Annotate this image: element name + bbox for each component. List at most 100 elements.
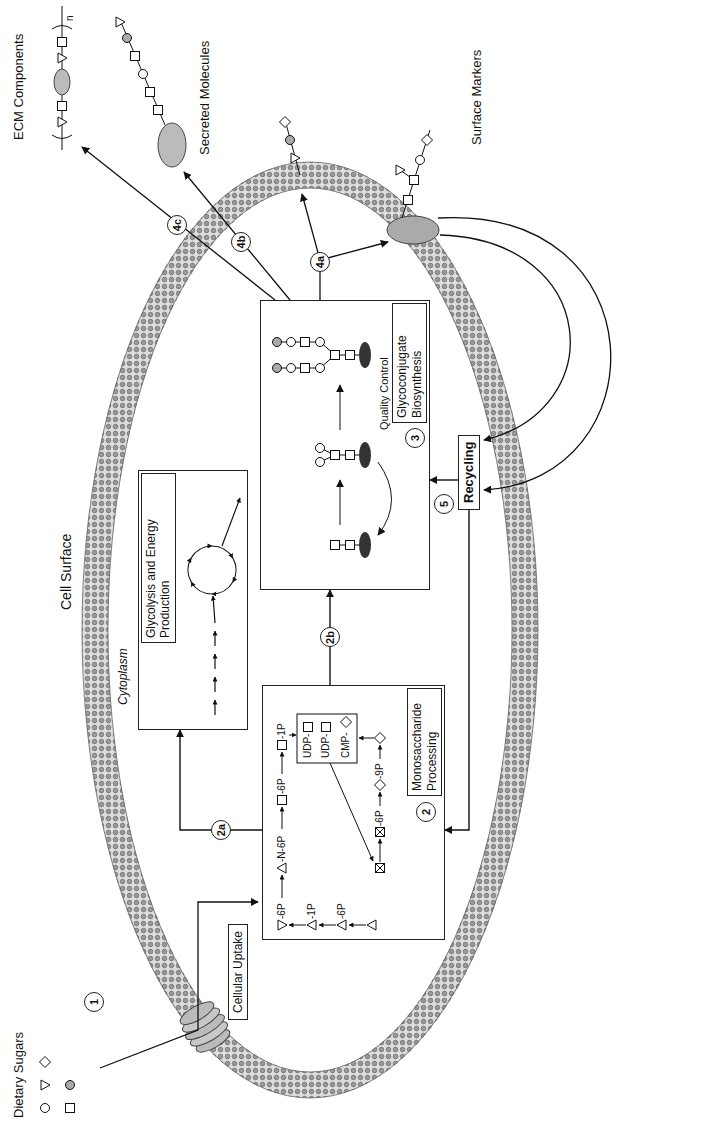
ecm-chain — [52, 6, 72, 150]
dietary-sugar-symbols — [41, 1104, 50, 1113]
glycolysis-illustration — [212, 582, 233, 594]
glycolipid — [291, 153, 300, 163]
monosaccharide-pathway — [282, 875, 283, 898]
text-label: CMP- — [340, 732, 352, 758]
glycoconjugate-illustration — [287, 364, 296, 373]
monosaccharide-pathway — [297, 714, 357, 763]
secreted-glycoprotein — [123, 34, 132, 43]
monosaccharide-pathway — [282, 735, 380, 925]
glycoconjugate-illustration — [316, 338, 325, 347]
glycoconjugate-illustration — [340, 480, 341, 525]
glycoconjugate-illustration — [331, 351, 340, 360]
text-label: Cell Surface — [58, 534, 74, 610]
glycolysis-illustration — [191, 546, 212, 558]
transporter-protein — [177, 998, 217, 1029]
process-box: Glycoconjugate Biosynthesis — [260, 300, 430, 590]
callout-number: 2a — [211, 820, 231, 840]
glycolysis-illustration — [214, 677, 215, 692]
glycoconjugate-illustration — [346, 451, 355, 460]
surface-marker-glycoprotein — [410, 176, 419, 185]
monosaccharide-pathway — [375, 733, 386, 744]
text-label: -6P — [336, 903, 348, 919]
callout-number: 4c — [167, 215, 187, 235]
recycling-arcs — [440, 235, 570, 440]
glycoconjugate-illustration — [301, 338, 310, 347]
export-arrows — [82, 147, 275, 300]
monosaccharide-pathway — [282, 752, 283, 774]
surface-marker-glycoprotein — [387, 216, 439, 244]
glycoconjugate-illustration — [359, 342, 371, 368]
process-box: Glycolysis and Energy Production — [138, 470, 248, 730]
glycoconjugate-illustration — [316, 444, 325, 453]
cell-membrane — [108, 188, 512, 1072]
glycolysis-illustration — [191, 582, 212, 594]
glycolipid — [285, 120, 300, 175]
export-arrows — [82, 147, 388, 300]
dietary-sugar-symbols — [40, 1057, 51, 1068]
secreted-glycoprotein — [154, 106, 163, 115]
stage-label: Recycling — [461, 442, 477, 503]
glycolysis-illustration — [213, 596, 215, 623]
box-title: Monosaccharide Processing — [407, 688, 442, 796]
surface-marker-glycoprotein — [404, 196, 413, 205]
glycolipid — [280, 117, 301, 176]
monosaccharide-pathway — [341, 717, 352, 728]
glycolysis-illustration — [188, 558, 191, 582]
text-label: -1P — [306, 903, 318, 919]
flow-arrow — [430, 479, 458, 480]
glycolysis-illustration — [212, 546, 233, 558]
ecm-chain — [58, 102, 67, 111]
monosaccharide-pathway — [304, 723, 313, 732]
text-label: Quality Control — [378, 357, 391, 430]
stage-tag: Cellular Uptake — [228, 924, 248, 1020]
box-title: Glycolysis and Energy Production — [141, 473, 176, 643]
export-arrows — [302, 194, 320, 260]
text-label: Secreted Molecules — [198, 41, 213, 155]
glycolipid — [280, 117, 291, 128]
glycoconjugate-illustration — [346, 541, 355, 550]
callout-number: 4b — [231, 232, 251, 252]
secreted-glycoprotein — [116, 17, 186, 167]
text-label: -1P — [276, 723, 288, 739]
glycolysis-illustration — [222, 498, 240, 546]
secreted-glycoprotein — [116, 17, 125, 27]
monosaccharide-pathway — [289, 735, 296, 736]
glycoconjugate-illustration — [359, 442, 371, 468]
glycolysis-illustration — [233, 558, 236, 582]
monosaccharide-pathway — [322, 723, 331, 732]
callout-number: 5 — [434, 494, 454, 514]
surface-marker-glycoprotein — [396, 165, 405, 175]
secreted-glycoprotein — [146, 88, 155, 97]
glycoconjugate-illustration — [378, 462, 392, 535]
monosaccharide-pathway — [330, 763, 373, 861]
monosaccharide-pathway — [359, 738, 374, 739]
monosaccharide-pathway — [380, 745, 381, 759]
callout-number: 1 — [84, 992, 104, 1012]
glycolysis-illustration — [188, 498, 240, 715]
callout-number: 3 — [405, 428, 425, 448]
monosaccharide-pathway — [277, 714, 386, 930]
text-label: UDP- — [320, 734, 332, 758]
cell-membrane — [95, 175, 525, 1085]
surface-marker-glycoprotein — [422, 135, 433, 146]
stage-tag: Recycling — [458, 435, 480, 510]
monosaccharide-pathway — [278, 741, 287, 750]
monosaccharide-pathway — [319, 925, 336, 926]
text-label: -N-6P — [276, 836, 288, 862]
glycoconjugate-illustration — [331, 541, 340, 550]
glycoconjugate-illustration — [273, 338, 392, 559]
monosaccharide-pathway — [376, 864, 385, 873]
monosaccharide-pathway — [289, 925, 306, 926]
dietary-sugar-symbols — [66, 1104, 75, 1113]
text-label: UDP- — [302, 734, 314, 758]
monosaccharide-pathway — [278, 796, 287, 805]
surface-marker-glycoprotein — [416, 156, 425, 165]
connector-layer — [180, 480, 469, 830]
transporter-protein — [174, 996, 235, 1058]
glycoconjugate-illustration — [273, 338, 282, 347]
secreted-glycoprotein — [158, 123, 186, 167]
box-title: Glycoconjugate Biosynthesis — [392, 303, 427, 423]
text-label: -6P — [374, 810, 386, 826]
